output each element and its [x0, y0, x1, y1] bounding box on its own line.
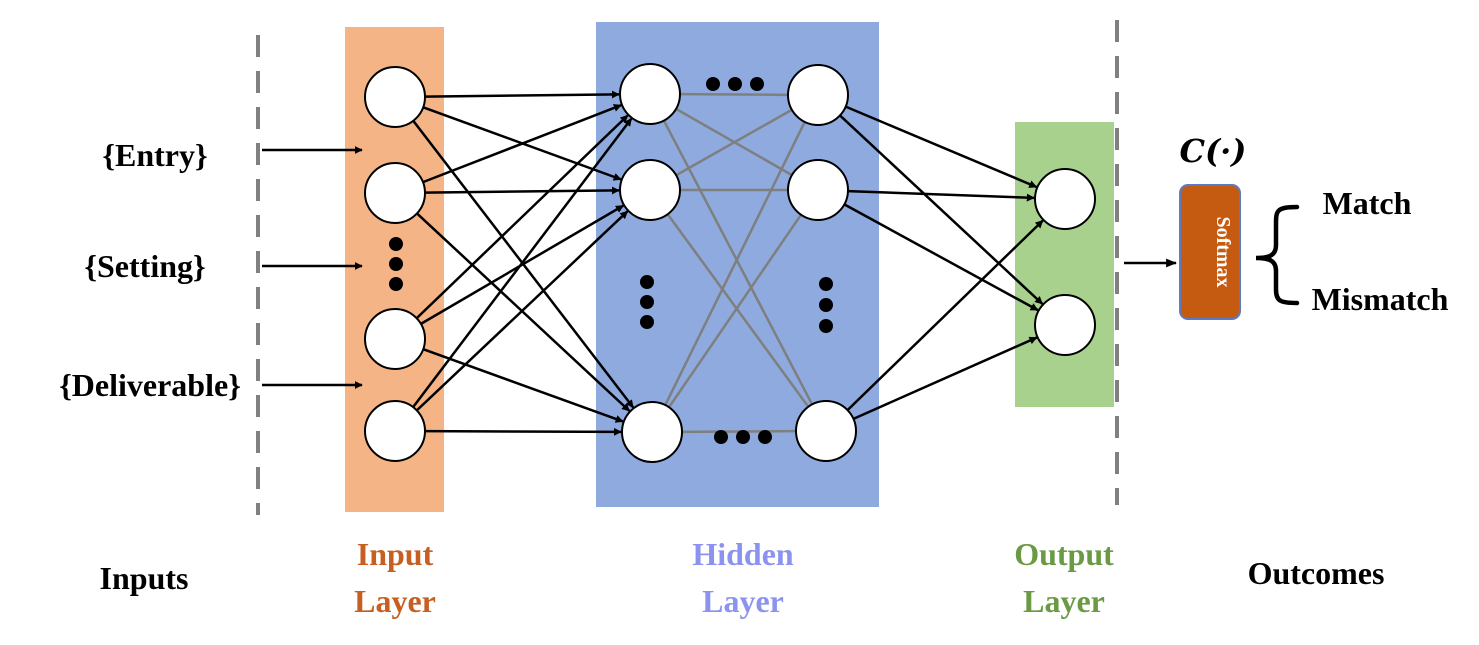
- input-hidden-edge-0-0: [424, 90, 620, 99]
- hidden-hidden-edge-2-2: [681, 429, 796, 434]
- connection-edges: [412, 90, 1044, 436]
- input-entry-label: {Entry}: [102, 137, 207, 173]
- hidden-hidden-edge-0-0: [679, 92, 788, 97]
- output-neuron-1: [1034, 294, 1096, 356]
- input-neuron-2: [364, 308, 426, 370]
- output-layer-caption-line1: Output: [1014, 536, 1114, 572]
- softmax-box: [1179, 184, 1241, 320]
- input-hidden-edge-2-2: [422, 348, 624, 423]
- input-hidden-edge-3-0: [412, 117, 633, 408]
- hidden-hidden-edge-1-2: [666, 213, 809, 407]
- hidden-hidden-edge-2-0: [664, 122, 806, 406]
- hidden2-neuron-0: [787, 64, 849, 126]
- neurons: [364, 63, 1096, 463]
- input-layer-caption-line1: Input: [357, 536, 434, 572]
- input-hidden-edge-1-1: [424, 186, 620, 195]
- softmax-label: Softmax: [1212, 216, 1234, 287]
- input-setting-label: {Setting}: [84, 248, 205, 284]
- input-neuron-3: [364, 400, 426, 462]
- output-layer-caption-line2: Layer: [1023, 583, 1105, 619]
- input-deliverable-label: {Deliverable}: [59, 367, 241, 403]
- hidden1-neuron-0: [619, 63, 681, 125]
- hidden-output-edge-1-1: [843, 203, 1039, 312]
- input-hidden-edge-2-0: [415, 114, 629, 320]
- hidden-hidden-edge-1-0: [675, 109, 792, 177]
- hidden-output-edge-2-1: [852, 336, 1038, 420]
- input-hidden-edge-1-2: [416, 212, 631, 412]
- input-hidden-edge-1-0: [422, 104, 622, 184]
- hidden1-neuron-1: [619, 159, 681, 221]
- outcome-match-label: Match: [1323, 185, 1412, 221]
- hidden2-neuron-2: [795, 400, 857, 462]
- input-neuron-1: [364, 162, 426, 224]
- hidden-output-edge-0-1: [839, 114, 1044, 305]
- outcome-brace: [1255, 204, 1300, 306]
- outcome-mismatch-label: Mismatch: [1312, 281, 1449, 317]
- hidden-layer-caption-line1: Hidden: [692, 536, 794, 572]
- output-layer-band: [1015, 122, 1114, 407]
- hidden1-neuron-2: [621, 401, 683, 463]
- input-neuron-0: [364, 66, 426, 128]
- hidden-hidden-edge-2-1: [667, 214, 802, 408]
- input-hidden-edge-3-1: [415, 210, 629, 412]
- outcomes-caption: Outcomes: [1248, 555, 1385, 591]
- hidden2-neuron-1: [787, 159, 849, 221]
- classifier-symbol: C(·): [1180, 132, 1247, 170]
- hidden-output-edge-1-0: [847, 189, 1035, 202]
- hidden-layer-caption-line2: Layer: [702, 583, 784, 619]
- input-hidden-edge-3-2: [424, 427, 622, 436]
- hidden-output-edge-2-0: [846, 219, 1044, 412]
- input-layer-caption-line2: Layer: [354, 583, 436, 619]
- ellipsis-dots: [389, 77, 833, 444]
- hidden-output-edge-0-0: [845, 105, 1038, 189]
- inputs-caption: Inputs: [100, 560, 189, 596]
- output-neuron-0: [1034, 168, 1096, 230]
